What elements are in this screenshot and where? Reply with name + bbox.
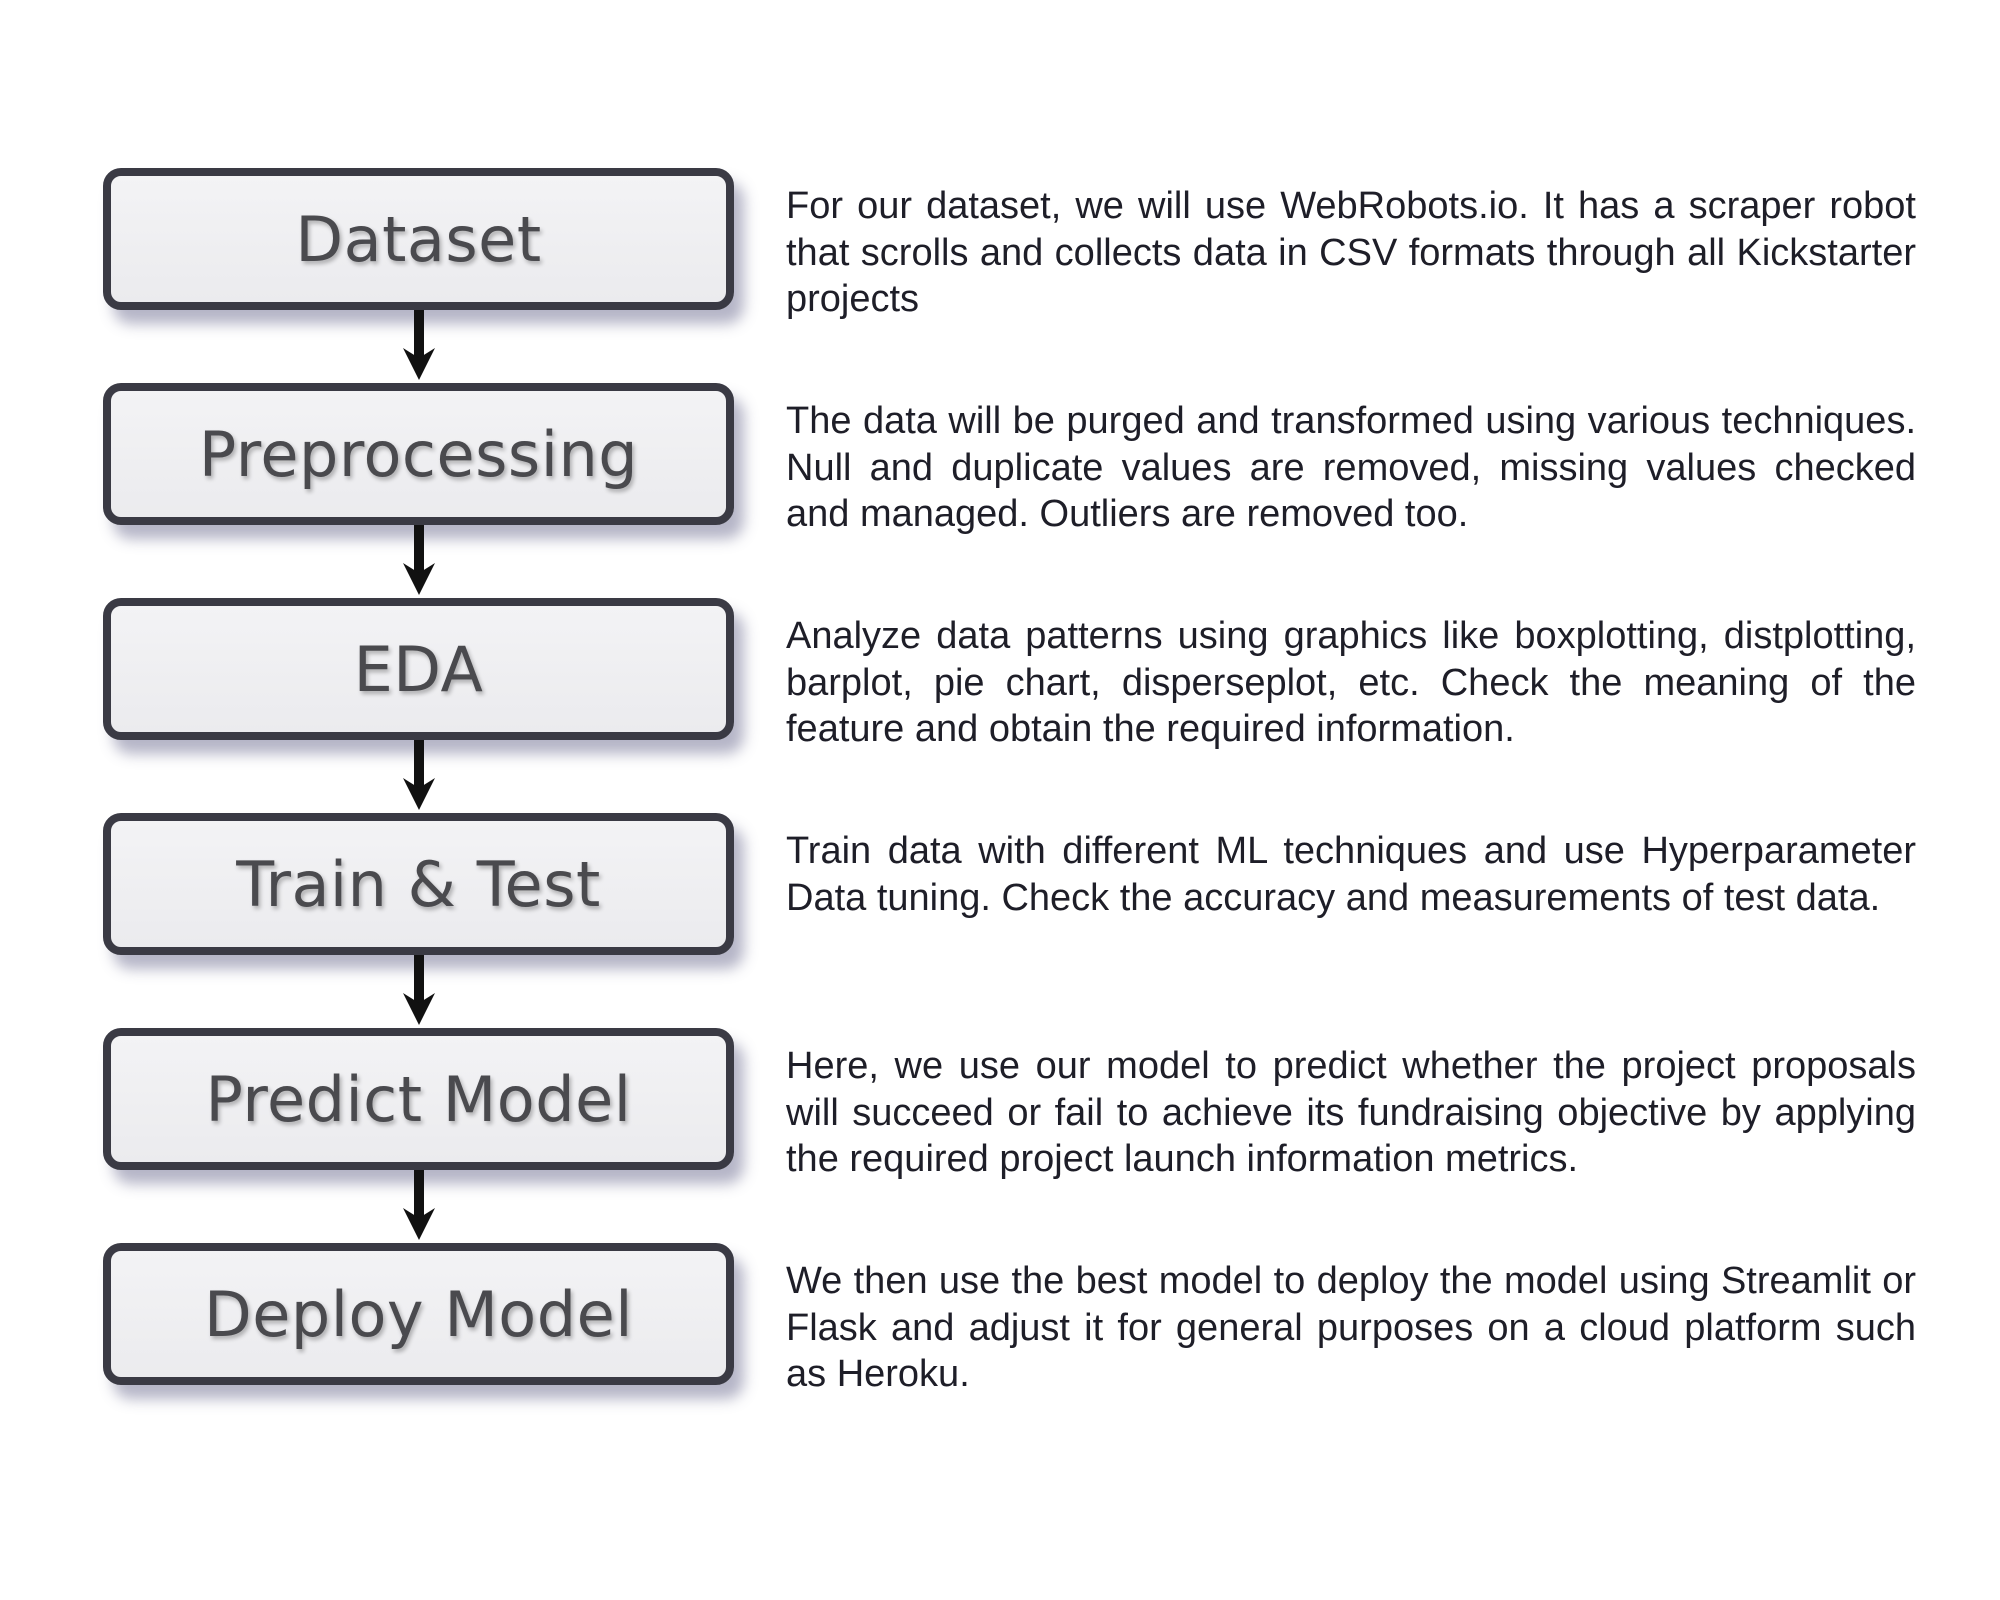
down-arrow-icon (403, 740, 435, 810)
step-description-dataset: For our dataset, we will use WebRobots.i… (786, 185, 1916, 320)
step-label: EDA (353, 632, 484, 706)
step-description-preprocessing: The data will be purged and transformed … (786, 400, 1916, 535)
step-label: Predict Model (205, 1062, 632, 1136)
step-description-eda: Analyze data patterns using graphics lik… (786, 615, 1916, 750)
down-arrow-icon (403, 310, 435, 380)
step-box-deploy-model: Deploy Model (103, 1243, 734, 1385)
step-box-dataset: Dataset (103, 168, 734, 310)
down-arrow-icon (403, 525, 435, 595)
step-label: Dataset (295, 202, 542, 276)
step-description-predict-model: Here, we use our model to predict whethe… (786, 1045, 1916, 1180)
step-box-preprocessing: Preprocessing (103, 383, 734, 525)
step-label: Preprocessing (198, 417, 639, 491)
step-label: Train & Test (236, 847, 601, 921)
step-box-predict-model: Predict Model (103, 1028, 734, 1170)
down-arrow-icon (403, 955, 435, 1025)
step-box-eda: EDA (103, 598, 734, 740)
step-description-train-test: Train data with different ML techniques … (786, 830, 1916, 919)
step-box-train-test: Train & Test (103, 813, 734, 955)
step-description-deploy-model: We then use the best model to deploy the… (786, 1260, 1916, 1395)
down-arrow-icon (403, 1170, 435, 1240)
step-label: Deploy Model (204, 1277, 633, 1351)
